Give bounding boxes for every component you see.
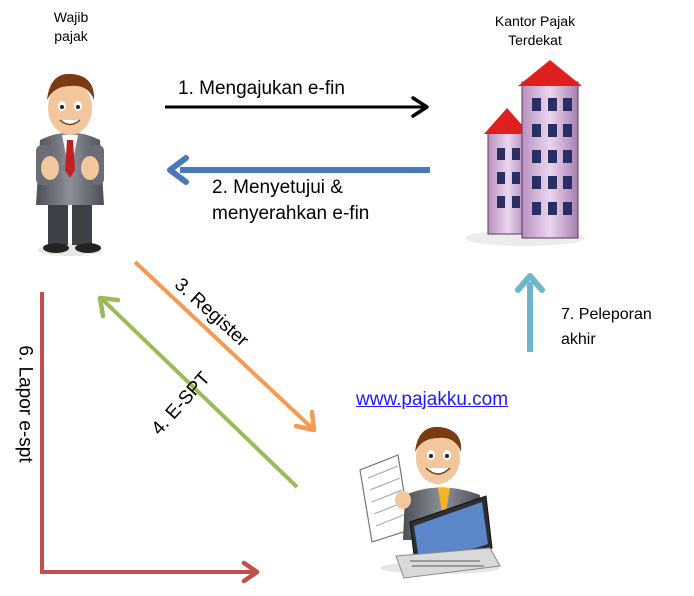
step1-label: 1. Mengajukan e-fin [178, 78, 345, 99]
tax-office-label: Kantor Pajak Terdekat [494, 13, 576, 48]
taxpayer-figure [36, 73, 104, 256]
step3-arrow [133, 260, 314, 430]
step7-arrowhead [515, 273, 545, 293]
step7-label-line2: akhir [561, 331, 596, 348]
taxpayer-label: Wajib pajak [53, 9, 89, 44]
step2-label-line2: menyerahkan e-fin [212, 203, 370, 224]
step3-arrowhead [293, 409, 317, 433]
step6-label: 6. Lapor e-spt [14, 345, 36, 463]
step7-label-line1: 7. Peleporan [561, 306, 652, 323]
step4-arrow [101, 298, 299, 489]
step4-arrowhead [97, 295, 121, 319]
website-operator-figure [359, 426, 501, 579]
step6-arrowhead [241, 560, 260, 584]
tax-office-building [465, 60, 585, 246]
step2-arrowhead [167, 155, 189, 185]
step1-arrowhead [411, 96, 429, 118]
website-link[interactable]: www.pajakku.com [356, 389, 509, 410]
step6-arrow [40, 292, 255, 574]
step2-label-line1: 2. Menyetujui & [212, 177, 343, 198]
